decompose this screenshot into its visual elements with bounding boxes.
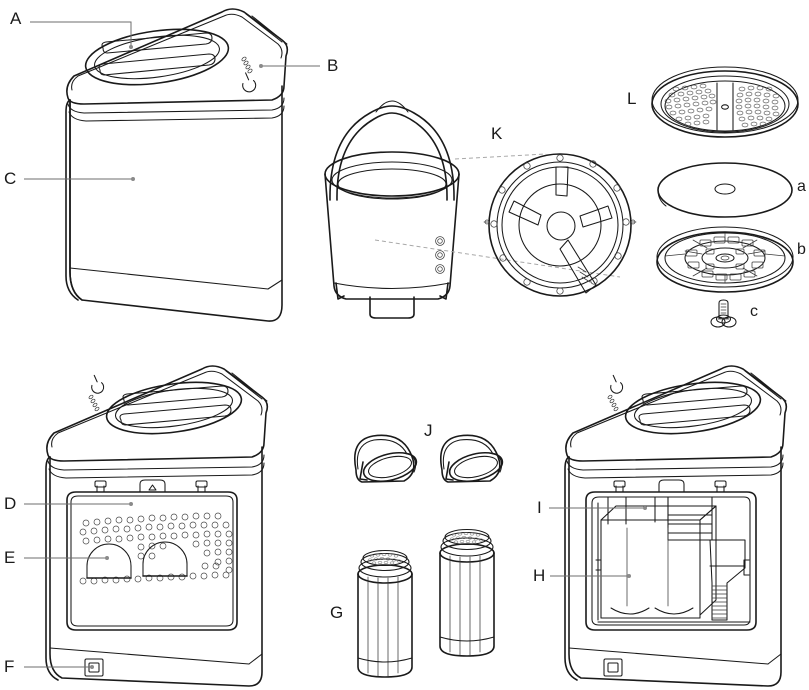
bottom-right-unit (564, 365, 788, 687)
basket-drain-holes (435, 236, 445, 274)
callout-label-L: L (627, 89, 637, 108)
callout-label-J: J (424, 421, 433, 440)
bottom-left-unit (45, 365, 269, 687)
door-perforations (79, 512, 233, 585)
ribbed-base-disc (656, 226, 794, 293)
callout-label-c: c (750, 303, 758, 320)
scoop-cover-right (440, 434, 504, 483)
impeller-rim-holes (483, 154, 637, 295)
control-panel-icons (241, 56, 257, 93)
callout-label-b: b (797, 241, 806, 258)
agitator-arms (508, 166, 613, 294)
perforated-strainer-lid (651, 66, 799, 138)
callout-label-F: F (4, 657, 15, 676)
strainer-stack (651, 66, 799, 328)
callout-label-B: B (327, 56, 339, 75)
control-panel-icons-br (607, 374, 624, 412)
callout-label-C: C (4, 169, 17, 188)
filter-cartridge-right (439, 528, 495, 657)
filter-cartridge-left (357, 549, 413, 678)
top-left-unit (65, 8, 289, 322)
control-panel-icons-bl (88, 374, 105, 412)
impeller-plate (483, 153, 637, 297)
basket-assembly (324, 100, 460, 319)
air-vent-arch (86, 541, 188, 579)
callout-leaders (24, 21, 647, 669)
k-leader-lines (374, 153, 621, 278)
callout-label-E: E (4, 548, 16, 567)
tank-bay (585, 479, 757, 631)
scoop-cover-left (354, 434, 418, 483)
callout-label-I: I (537, 498, 542, 517)
scoop-covers (354, 434, 504, 483)
callout-label-a: a (797, 178, 806, 195)
thumb-screw (710, 299, 737, 328)
water-tank (597, 496, 751, 623)
callout-label-D: D (4, 494, 17, 513)
flat-gasket-disc (657, 162, 793, 218)
callout-label-K: K (491, 124, 503, 143)
callout-label-G: G (330, 603, 344, 622)
callout-label-H: H (533, 566, 546, 585)
drain-port-right[interactable] (603, 658, 623, 677)
callout-label-A: A (10, 9, 22, 28)
service-access-door[interactable] (66, 479, 238, 631)
filter-cartridges (357, 528, 495, 678)
